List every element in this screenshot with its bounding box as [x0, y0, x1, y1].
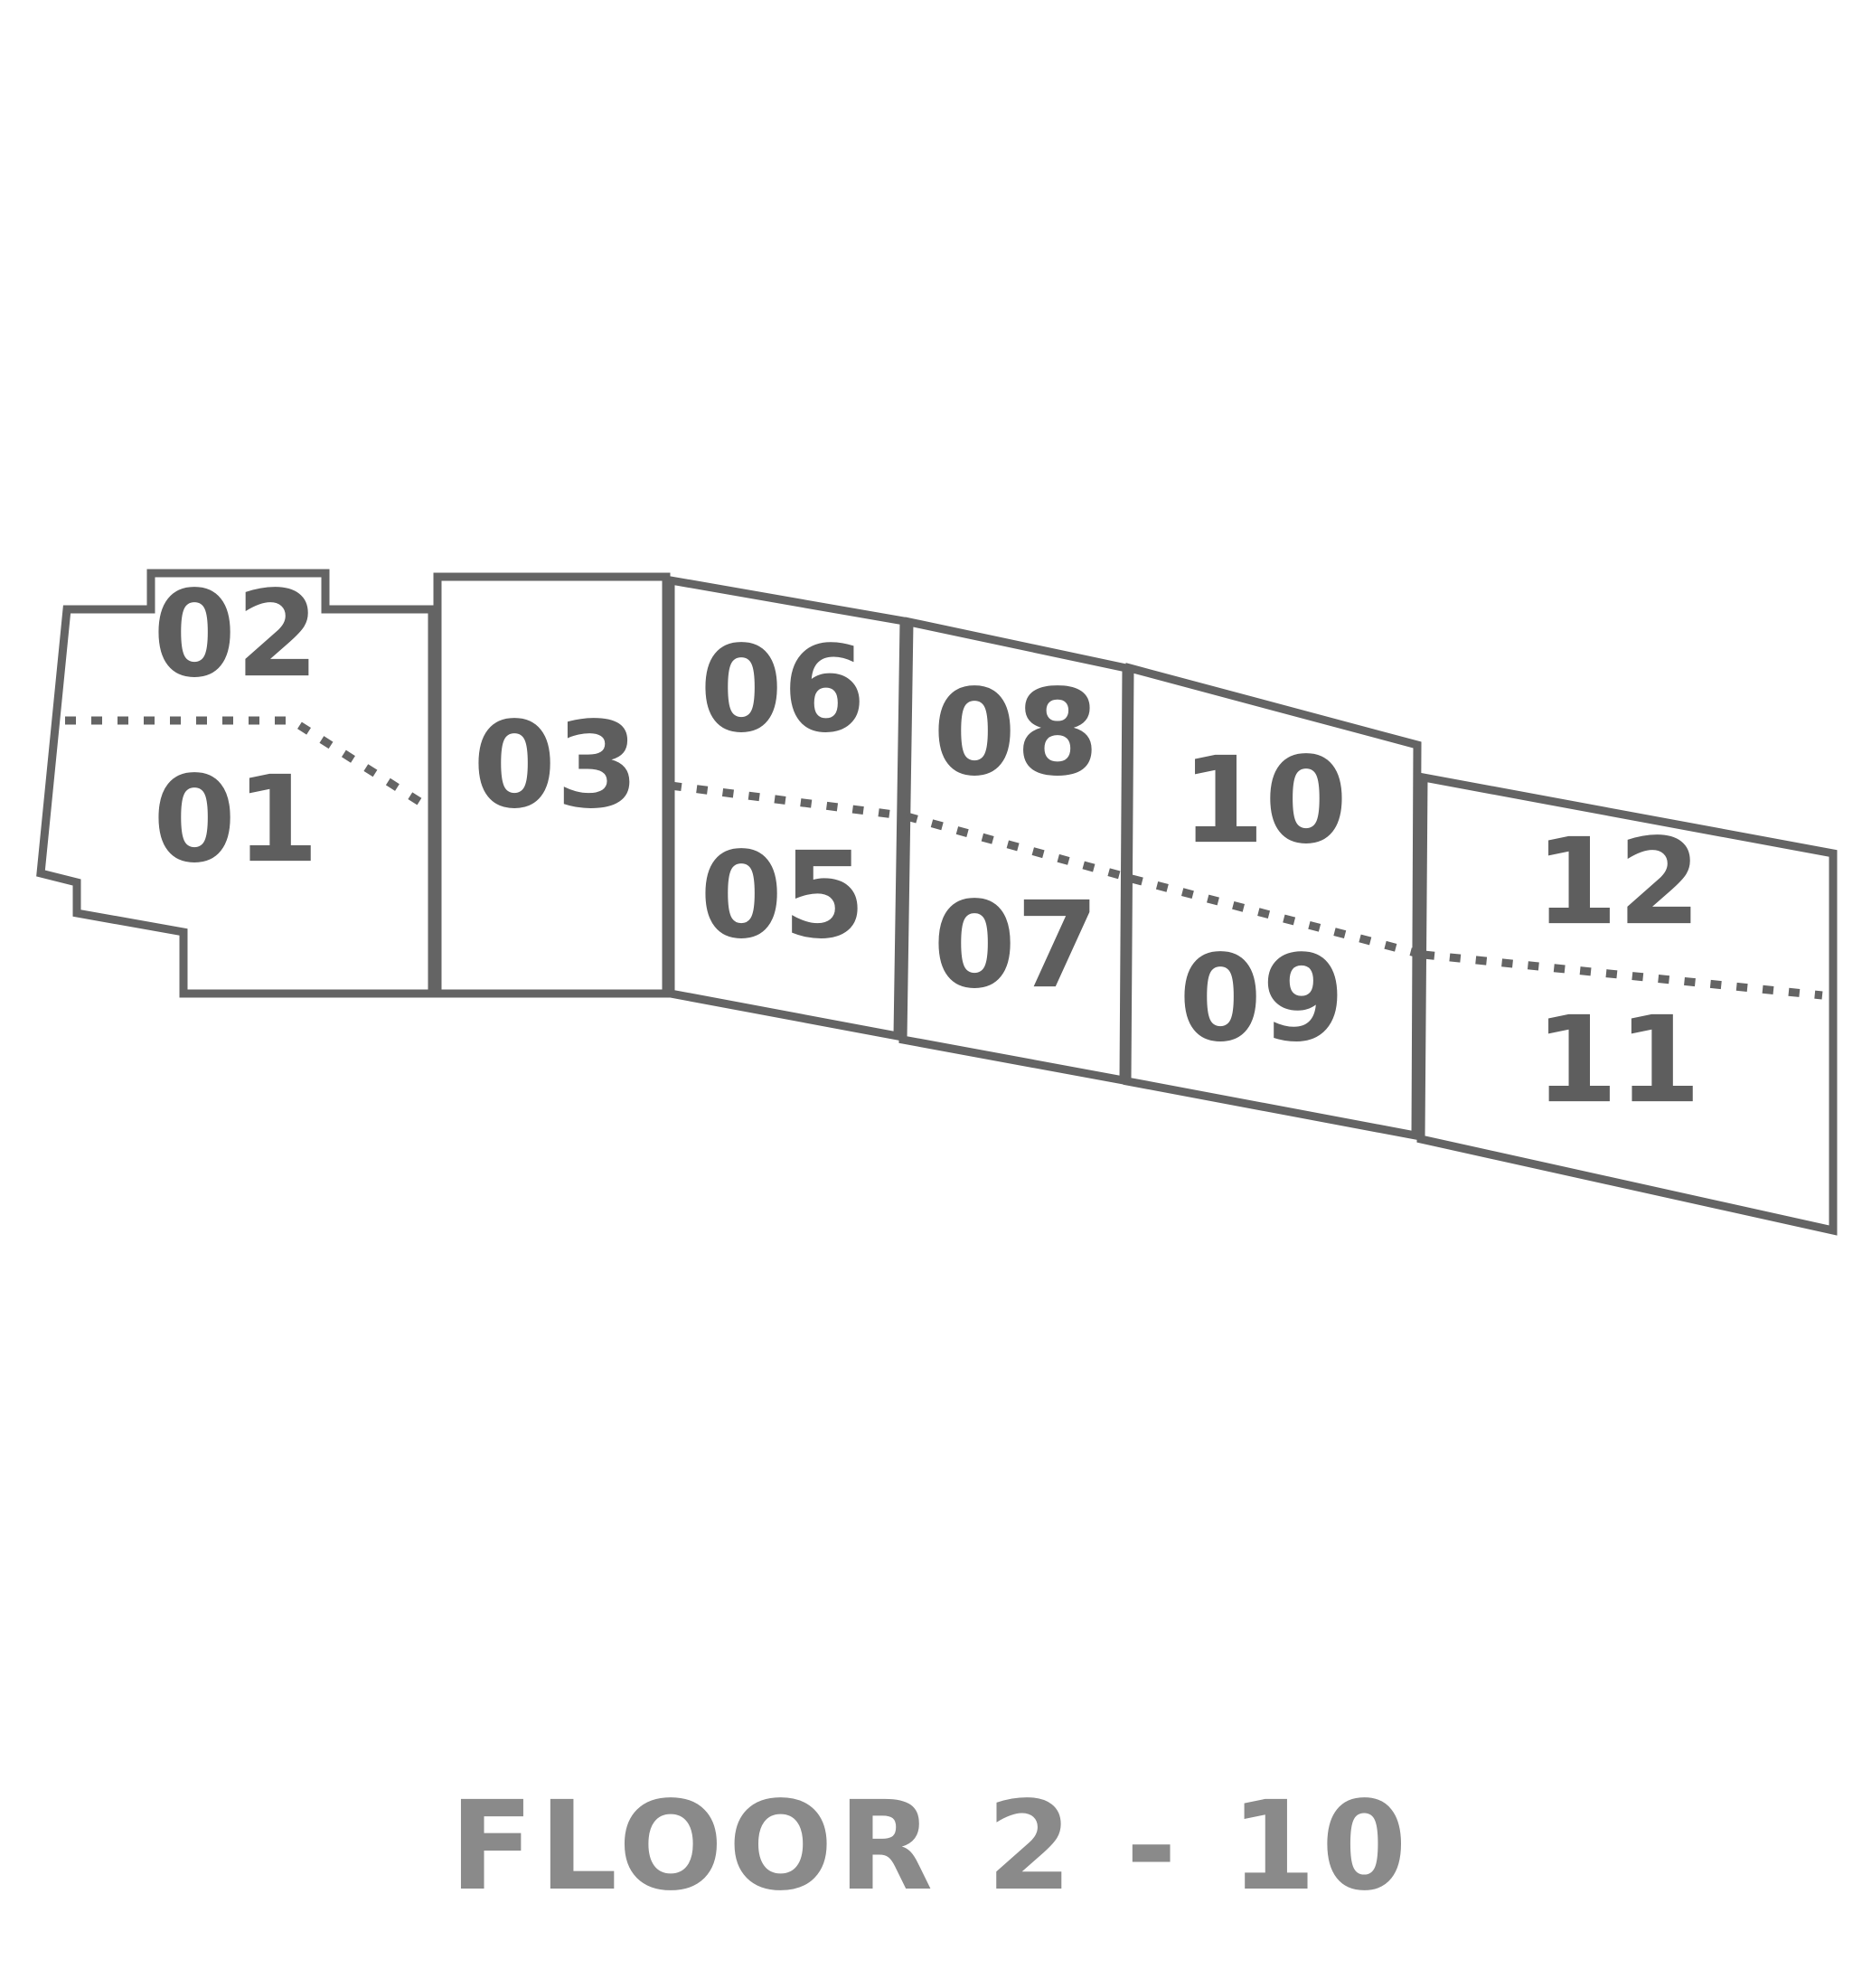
- unit-label-09[interactable]: 09: [1179, 929, 1345, 1069]
- unit-label-01[interactable]: 01: [153, 750, 319, 890]
- unit-label-02[interactable]: 02: [153, 565, 319, 704]
- floor-title: FLOOR 2 - 10: [449, 1776, 1413, 1918]
- unit-label-12[interactable]: 12: [1535, 813, 1701, 952]
- divider-05-06: [670, 781, 902, 820]
- block-11-12-outline: [1416, 772, 1838, 1236]
- unit-label-03[interactable]: 03: [473, 696, 639, 835]
- divider-07-08: [905, 812, 1128, 881]
- unit-label-07[interactable]: 07: [933, 876, 1099, 1015]
- unit-label-08[interactable]: 08: [933, 664, 1099, 803]
- unit-label-05[interactable]: 05: [700, 826, 866, 966]
- unit-label-06[interactable]: 06: [700, 620, 866, 759]
- unit-label-11[interactable]: 11: [1535, 991, 1701, 1130]
- block-01-02-outline: [36, 569, 437, 998]
- block-03-outline: [433, 572, 671, 998]
- divider-09-10: [1130, 874, 1417, 957]
- block-05-06-outline: [666, 575, 908, 1041]
- unit-label-10[interactable]: 10: [1181, 731, 1348, 871]
- block-09-10-outline: [1123, 663, 1422, 1141]
- divider-11-12: [1423, 950, 1823, 1000]
